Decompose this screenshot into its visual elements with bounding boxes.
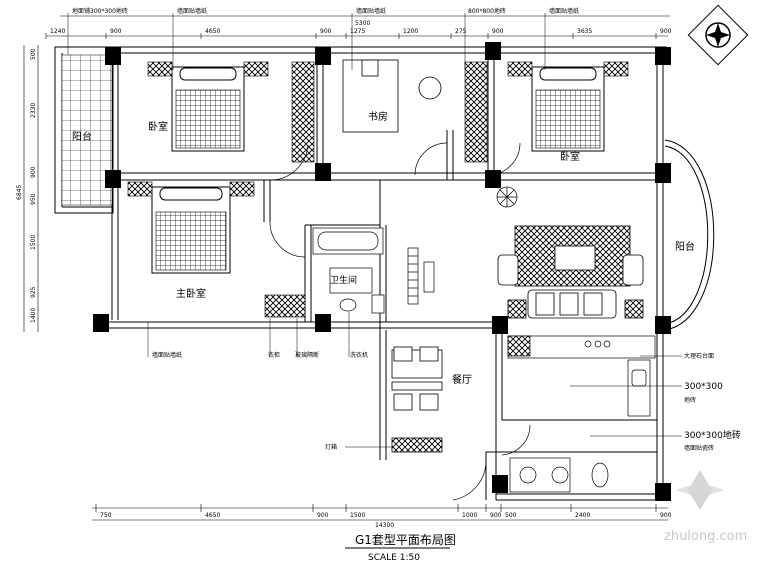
bed-master [127,181,255,274]
top-dim-label: 900 [492,28,504,35]
wardrobes [264,61,488,318]
bottom-dim-label: 900 [490,512,502,519]
top-dim-label: 4650 [205,28,220,35]
columns [93,42,671,501]
callout-right-3: 地砖 [684,396,696,404]
bottom-dim-label: 2400 [575,512,590,519]
left-dim-label: 2330 [30,103,37,118]
bed-top-right [507,61,629,152]
top-dim-label: 1275 [350,28,365,35]
callout-leaders [67,13,682,448]
left-dim-label: 1500 [30,235,37,250]
callout-right-1: 大理石台面 [684,352,714,360]
watermark-text: zhulong.com [664,529,747,544]
bottom-dim-total: 14300 [375,522,394,529]
callout-bottom-3: 玻璃隔断 [295,351,319,359]
room-label-master-bedroom: 主卧室 [176,287,206,300]
doors [269,142,531,501]
callout-bottom-2: 衣柜 [268,351,280,359]
top-dim-label: 1200 [403,28,418,35]
bottom-dim-label: 1000 [462,512,477,519]
top-dimension-line [46,15,670,37]
left-dimension-line [23,45,39,332]
bottom-dim-label: 500 [505,512,517,519]
top-dim-label: 900 [110,28,122,35]
room-label-study: 书房 [368,110,388,123]
top-dim-label: 275 [455,28,467,35]
callout-right-2: 300*300 [684,382,723,392]
callout-right-4: 300*300地砖 [684,429,741,441]
watermark-logo-icon [676,470,724,510]
bed-top-left [147,61,269,152]
callout-top-800: 800*800地砖 [468,7,506,15]
room-label-balcony-right: 阳台 [675,240,695,253]
room-label-bathroom: 卫生间 [330,274,357,286]
left-dim-total: 6845 [16,185,23,200]
callout-bottom-4: 洗衣机 [350,351,368,359]
bathroom-fixtures [312,227,385,314]
plan-title: G1套型平面布局图 [355,533,456,547]
bottom-dim-label: 750 [100,512,112,519]
left-dim-label: 925 [30,286,37,298]
top-dim-label: 3635 [577,28,592,35]
left-dim-label: 950 [30,193,37,205]
callout-top-mid: 墙面贴墙纸 [177,7,207,15]
study-desk [342,59,442,133]
callout-right-5: 墙面贴瓷砖 [684,444,714,452]
left-dim-label: 500 [30,48,37,60]
bottom-dim-label: 900 [317,512,329,519]
top-dim-label: 900 [660,28,672,35]
top-dim-label: 900 [320,28,332,35]
room-label-bedroom-right: 卧室 [560,150,580,163]
balcony-left-tiles [61,54,113,206]
top-dim-label: 1240 [50,28,65,35]
callout-top-mid2: 墙面贴墙纸 [356,7,386,15]
bottom-dim-label: 1500 [350,512,365,519]
bottom-dim-label: 900 [660,512,672,519]
plan-scale: SCALE 1:50 [368,553,420,563]
sofa-set [497,225,644,319]
plant [496,186,518,208]
room-label-bedroom-top: 卧室 [148,120,168,133]
left-dim-label: 900 [30,166,37,178]
callout-bottom-1: 墙面贴墙纸 [152,351,182,359]
callout-top-left: 地面铺300*300地砖 [72,7,128,15]
callout-left-bottom: 灯箱 [325,443,337,451]
left-dim-label: 1400 [30,308,37,323]
room-label-balcony-left: 阳台 [72,130,92,143]
dining-table [391,346,443,453]
kitchen [507,335,656,493]
bottom-dim-label: 4650 [205,512,220,519]
tv-cabinet [407,247,435,305]
callout-top-right: 墙面贴墙纸 [549,7,579,15]
north-compass-icon [687,4,749,66]
top-dim-total: 5300 [355,20,370,27]
room-label-dining: 餐厅 [452,373,472,386]
bottom-dimension-line [92,507,668,521]
